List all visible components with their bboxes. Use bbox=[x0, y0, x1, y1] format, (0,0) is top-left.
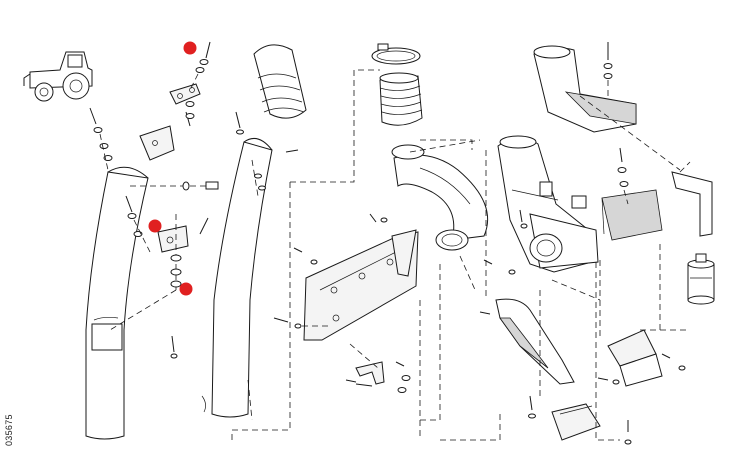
sealant-spray-can bbox=[687, 253, 715, 305]
tractor-icon bbox=[23, 51, 93, 102]
callout-markers bbox=[148, 41, 197, 296]
reference-code: 035675 bbox=[0, 414, 20, 458]
callout-marker-3[interactable] bbox=[179, 282, 193, 296]
bottom-bracket-b bbox=[551, 403, 601, 441]
bottom-bracket-a bbox=[607, 329, 663, 387]
pipe-bracket-upper bbox=[139, 83, 201, 161]
intake-elbow-tube bbox=[391, 144, 489, 251]
flexible-bellows bbox=[379, 72, 423, 126]
hose-clamp bbox=[371, 43, 421, 65]
lower-duct-shield bbox=[495, 298, 575, 385]
bolt-set-left bbox=[89, 41, 219, 359]
air-duct-upper bbox=[533, 45, 637, 133]
bolt-set-bottom bbox=[479, 311, 686, 445]
bracket-right bbox=[601, 171, 713, 241]
bolt-set-shield bbox=[273, 213, 411, 393]
heat-shield-plate bbox=[303, 229, 419, 341]
reference-code-text: 035675 bbox=[4, 414, 14, 446]
bolt-set-top-right bbox=[603, 42, 613, 98]
exhaust-stack-middle bbox=[201, 44, 307, 421]
bolt-set-right bbox=[483, 147, 629, 275]
exhaust-pipe-left bbox=[85, 166, 149, 440]
assembly-guide-lines bbox=[231, 69, 691, 441]
callout-marker-1[interactable] bbox=[183, 41, 197, 55]
callout-marker-2[interactable] bbox=[148, 219, 162, 233]
bolt-set-middle bbox=[235, 111, 299, 197]
turbo-pipe-assembly bbox=[497, 135, 599, 273]
pipe-bracket-mid bbox=[157, 225, 189, 253]
